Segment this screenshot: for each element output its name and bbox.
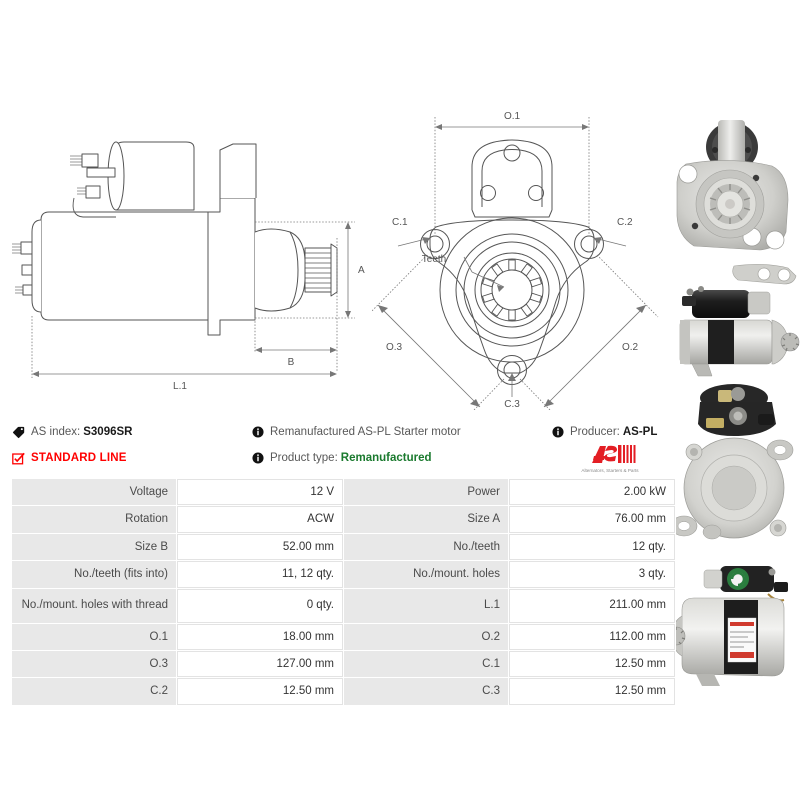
checkbox-icon (12, 452, 25, 465)
dimension-label-c3: C.3 (504, 399, 520, 410)
spec-label: No./teeth (fits into) (12, 561, 176, 588)
as-index-row: AS index: S3096SR (12, 422, 132, 442)
spec-label: L.1 (344, 588, 508, 623)
product-info-bar: AS index: S3096SR STANDARD LINE (12, 418, 672, 472)
spec-value: ACW (177, 506, 343, 533)
dimension-label-o3: O.3 (386, 342, 403, 353)
spec-value: 76.00 mm (509, 506, 675, 533)
dimension-label-o1: O.1 (504, 111, 521, 122)
table-row: Voltage 12 V Power 2.00 kW (12, 479, 675, 506)
spec-label: O.3 (12, 650, 176, 678)
as-index-label: AS index: (31, 426, 81, 438)
table-row: C.2 12.50 mm C.3 12.50 mm (12, 678, 675, 705)
dimension-label-b: B (288, 357, 295, 368)
as-index-value: S3096SR (83, 426, 133, 438)
logo-tagline: Alternators, Starters & Parts (581, 468, 639, 473)
spec-label: No./teeth (344, 533, 508, 561)
tag-icon (12, 426, 25, 439)
standard-line-row: STANDARD LINE (12, 448, 127, 468)
info-icon (252, 452, 264, 464)
table-row: No./mount. holes with thread 0 qty. L.1 … (12, 588, 675, 623)
producer-label: Producer: (570, 426, 620, 438)
spec-label: Voltage (12, 479, 176, 506)
spec-label: Size A (344, 506, 508, 533)
table-row: No./teeth (fits into) 11, 12 qty. No./mo… (12, 561, 675, 588)
photo-side-profile[interactable] (668, 262, 800, 402)
spec-value: 3 qty. (509, 561, 675, 588)
table-row: O.1 18.00 mm O.2 112.00 mm (12, 623, 675, 650)
spec-label: C.1 (344, 650, 508, 678)
starter-motor-side-view: A B L.1 (8, 120, 368, 400)
description-text: Remanufactured AS-PL Starter motor (270, 426, 461, 438)
spec-label: Rotation (12, 506, 176, 533)
standard-line-label: STANDARD LINE (31, 452, 127, 464)
spec-value: 12 qty. (509, 533, 675, 561)
starter-motor-front-mounting-view: O.1 C.1 C.2 C.3 O.3 O.2 Teeth (365, 105, 672, 442)
spec-value: 12.50 mm (509, 678, 675, 705)
spec-value: 11, 12 qty. (177, 561, 343, 588)
product-type-row: Product type: Remanufactured (252, 448, 432, 468)
technical-drawings-area: A B L.1 (8, 105, 672, 442)
spec-value: 127.00 mm (177, 650, 343, 678)
spec-label: C.3 (344, 678, 508, 705)
description-row: Remanufactured AS-PL Starter motor (252, 422, 461, 442)
spec-value: 52.00 mm (177, 533, 343, 561)
callout-teeth: Teeth (422, 254, 446, 265)
spec-value: 12.50 mm (509, 650, 675, 678)
table-row: Size B 52.00 mm No./teeth 12 qty. (12, 533, 675, 561)
product-photos-column (668, 112, 800, 690)
spec-label: C.2 (12, 678, 176, 705)
dimension-label-o2: O.2 (622, 342, 639, 353)
spec-label: No./mount. holes (344, 561, 508, 588)
spec-value: 12 V (177, 479, 343, 506)
spec-label: Size B (12, 533, 176, 561)
producer-value: AS-PL (622, 426, 658, 438)
specification-table: Voltage 12 V Power 2.00 kW Rotation ACW … (11, 478, 676, 706)
spec-value: 18.00 mm (177, 623, 343, 650)
info-icon (552, 426, 564, 438)
spec-label: O.2 (344, 623, 508, 650)
spec-label: No./mount. holes with thread (12, 588, 176, 623)
spec-value: 2.00 kW (509, 479, 675, 506)
product-type-value: Remanufactured (340, 452, 432, 464)
photo-rear-housing[interactable] (668, 402, 800, 552)
dimension-label-a: A (358, 265, 365, 276)
spec-value: 112.00 mm (509, 623, 675, 650)
spec-value: 0 qty. (177, 588, 343, 623)
spec-label: Power (344, 479, 508, 506)
spec-value: 12.50 mm (177, 678, 343, 705)
table-row: O.3 127.00 mm C.1 12.50 mm (12, 650, 675, 678)
photo-front-flange[interactable] (668, 112, 800, 262)
table-row: Rotation ACW Size A 76.00 mm (12, 506, 675, 533)
dimension-label-c2: C.2 (617, 217, 633, 228)
dimension-label-l1: L.1 (173, 381, 187, 392)
spec-label: O.1 (12, 623, 176, 650)
product-type-label: Product type: (270, 452, 338, 464)
photo-angled-view[interactable] (668, 552, 800, 690)
spec-table-body: Voltage 12 V Power 2.00 kW Rotation ACW … (12, 479, 675, 705)
dimension-label-c1: C.1 (392, 217, 408, 228)
as-pl-logo: Alternators, Starters & Parts (558, 444, 662, 474)
info-icon (252, 426, 264, 438)
spec-value: 211.00 mm (509, 588, 675, 623)
producer-row: Producer: AS-PL (552, 422, 657, 442)
